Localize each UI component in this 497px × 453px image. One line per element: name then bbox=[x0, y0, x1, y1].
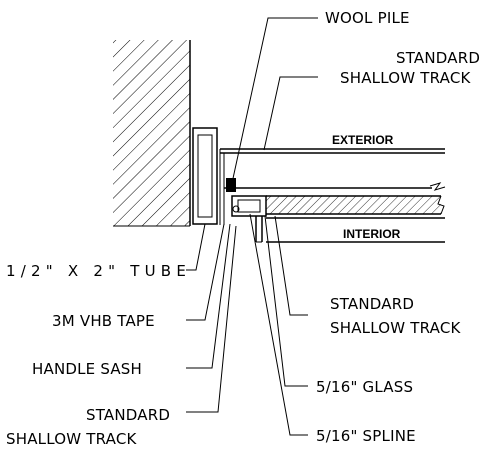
glass-label: 5/16" GLASS bbox=[316, 378, 413, 396]
standard-shallow-track-top-label-2: SHALLOW TRACK bbox=[340, 69, 471, 87]
interior-label: INTERIOR bbox=[343, 227, 401, 241]
handle-sash-profile bbox=[226, 178, 267, 243]
standard-shallow-track-right-label-2: SHALLOW TRACK bbox=[330, 319, 461, 337]
tube-profile bbox=[192, 127, 218, 225]
standard-shallow-track-top-label-1: STANDARD bbox=[396, 49, 480, 67]
spline-label: 5/16" SPLINE bbox=[316, 427, 416, 445]
standard-shallow-track-right-label-1: STANDARD bbox=[330, 295, 414, 313]
handle-sash-label: HANDLE SASH bbox=[32, 360, 142, 378]
tube-label: 1/2" X 2" TUBE bbox=[6, 262, 186, 280]
standard-shallow-track-bottom-left-label-2: SHALLOW TRACK bbox=[6, 430, 137, 448]
wool-pile-label: WOOL PILE bbox=[325, 9, 410, 27]
standard-shallow-track-bottom-left-label-1: STANDARD bbox=[86, 406, 170, 424]
leader-lines bbox=[186, 17, 318, 436]
exterior-label: EXTERIOR bbox=[332, 133, 394, 147]
glass-pane bbox=[266, 195, 445, 215]
wall-section bbox=[113, 40, 191, 227]
lower-track bbox=[266, 217, 445, 243]
upper-track bbox=[219, 148, 446, 225]
vhb-tape-label: 3M VHB TAPE bbox=[52, 312, 155, 330]
